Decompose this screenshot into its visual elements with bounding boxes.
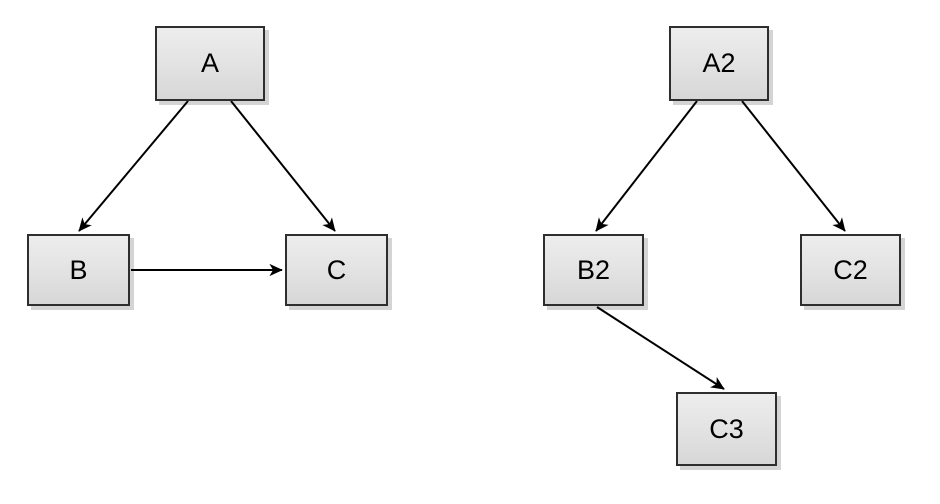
edge-b2-to-c3[interactable] — [596, 306, 725, 390]
node-b2[interactable]: B2 — [543, 234, 644, 306]
node-label: C3 — [709, 413, 744, 444]
node-label: B2 — [576, 254, 611, 285]
node-c3[interactable]: C3 — [676, 392, 777, 466]
edge-a2-to-b2[interactable] — [595, 100, 698, 232]
node-label: C — [326, 254, 347, 285]
node-c[interactable]: C — [285, 234, 388, 306]
node-label: B — [69, 254, 88, 285]
edge-a-to-b[interactable] — [78, 100, 189, 232]
node-c2[interactable]: C2 — [800, 234, 901, 306]
node-label: C2 — [833, 254, 868, 285]
node-a2[interactable]: A2 — [669, 26, 769, 101]
edge-a-to-c[interactable] — [230, 100, 336, 232]
node-label: A2 — [702, 48, 736, 78]
node-b[interactable]: B — [27, 234, 130, 306]
edge-a2-to-c2[interactable] — [741, 100, 846, 232]
node-a[interactable]: A — [155, 26, 265, 101]
node-label: A — [200, 48, 219, 78]
